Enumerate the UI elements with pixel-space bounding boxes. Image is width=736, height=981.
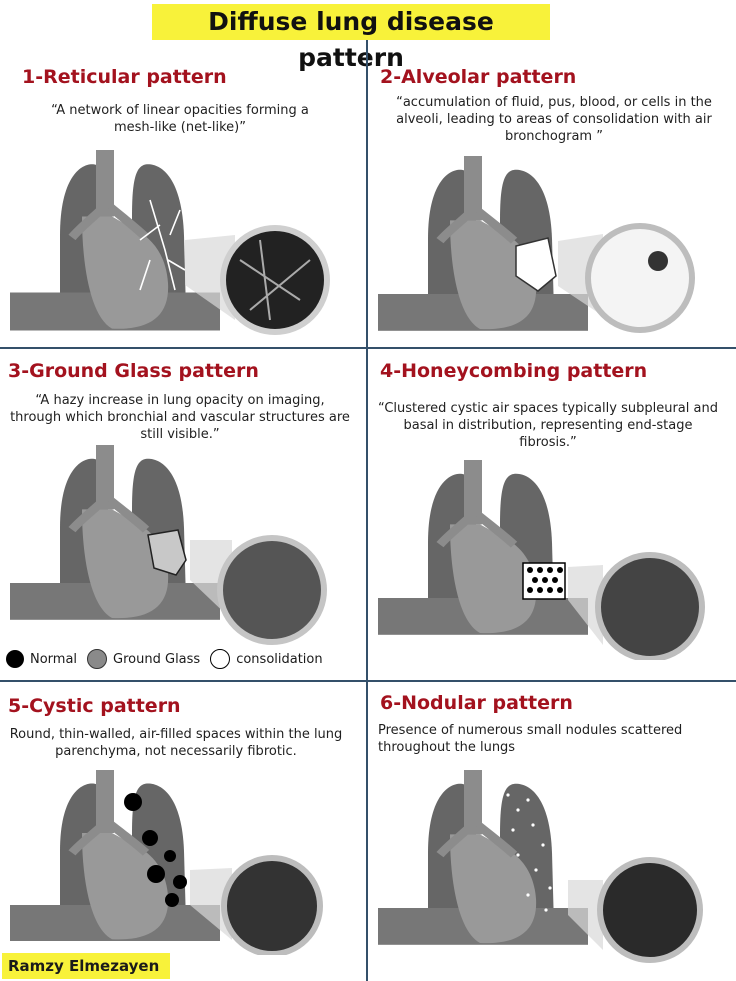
panel-4-description: “Clustered cystic air spaces typically s… (378, 401, 718, 450)
panel-2-heading: 2-Alveolar pattern (380, 66, 577, 88)
cystic-illustration (0, 770, 323, 955)
legend-normal-swatch (6, 650, 24, 668)
legend-consolidation-label: consolidation (236, 651, 323, 667)
panel-1-heading: 1-Reticular pattern (22, 66, 227, 88)
panel-5-heading: 5-Cystic pattern (8, 695, 181, 717)
panel-4-heading: 4-Honeycombing pattern (380, 360, 648, 382)
panel-6-description: Presence of numerous small nodules scatt… (378, 723, 683, 755)
panel-3-description: “A hazy increase in lung opacity on imag… (10, 393, 350, 442)
legend-consolidation-swatch (210, 649, 231, 669)
panel-3-heading: 3-Ground Glass pattern (8, 360, 259, 382)
panel-2-description: “accumulation of fluid, pus, blood, or c… (396, 95, 712, 144)
panel-1-description: “A network of linear opacities forming a… (51, 103, 309, 135)
page-title: Diffuse lung disease pattern (152, 4, 550, 72)
ground-glass-illustration (0, 440, 327, 645)
horizontal-divider-2 (0, 680, 736, 682)
honeycombing-illustration (368, 455, 705, 660)
nodular-illustration (368, 770, 703, 963)
vertical-divider (366, 40, 368, 981)
legend-normal-label: Normal (30, 651, 78, 667)
panel-6-heading: 6-Nodular pattern (380, 692, 573, 714)
legend-ground-glass-label: Ground Glass (113, 651, 201, 667)
legend: Normal Ground Glass consolidation (6, 648, 333, 670)
legend-ground-glass-swatch (87, 649, 108, 669)
panel-5-description: Round, thin-walled, air-filled spaces wi… (9, 727, 343, 759)
reticular-illustration (0, 140, 330, 335)
horizontal-divider-1 (0, 347, 736, 349)
alveolar-illustration (368, 146, 695, 346)
author-label: Ramzy Elmezayen (2, 953, 170, 979)
